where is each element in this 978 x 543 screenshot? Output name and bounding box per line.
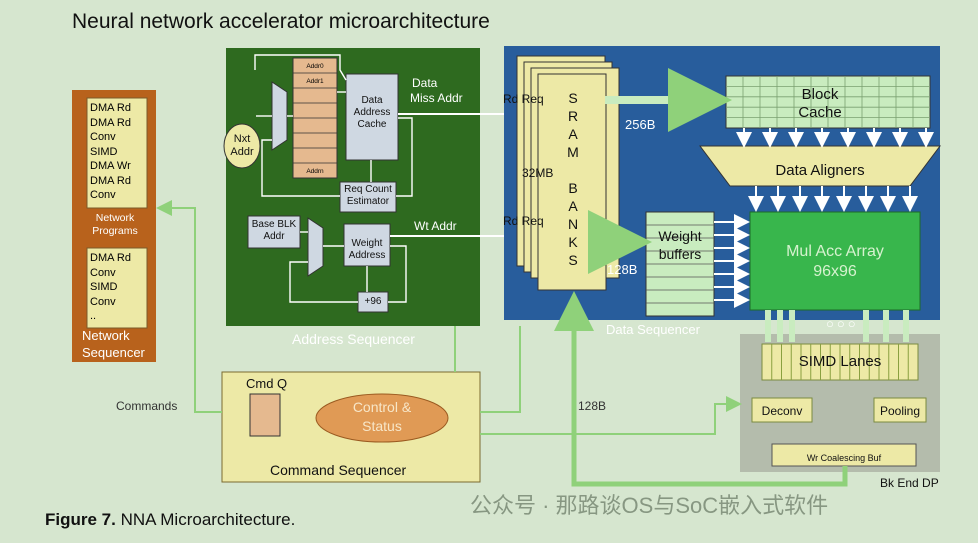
req-count-estimator bbox=[339, 181, 397, 213]
watermark: 公众号 · 那路谈OS与SoC嵌入式软件 bbox=[470, 493, 829, 518]
control-status-label: Control & Status bbox=[352, 399, 412, 434]
weight-address bbox=[343, 223, 391, 267]
program-list-bottom bbox=[86, 247, 148, 329]
addr-register-labels: Addr0 Addr1 Addrn bbox=[306, 63, 324, 175]
figure-caption: Figure 7. NNA Microarchitecture. bbox=[45, 510, 296, 529]
wr-coalescing-label: Wr Coalescing Buf bbox=[806, 453, 882, 463]
program-entry: DMA Rd bbox=[90, 252, 131, 264]
plus96-label: +96 bbox=[364, 296, 382, 307]
deconv-label: Deconv bbox=[761, 404, 803, 418]
weight-address-label: Weight Address bbox=[348, 238, 386, 261]
weight-buffers-label: Weight buffers bbox=[658, 228, 702, 262]
program-entry: SIMD bbox=[90, 145, 118, 158]
base-blk-label: Base BLK Addr bbox=[251, 219, 297, 242]
page-title: Neural network accelerator microarchitec… bbox=[72, 10, 490, 33]
program-list-top bbox=[86, 97, 148, 209]
ellipsis-dots: ○○○ bbox=[826, 316, 859, 331]
req-count-label: Req Count Estimator bbox=[344, 184, 392, 207]
sram-banks-label: S R A M B A N K S bbox=[567, 90, 579, 268]
wt-addr-label: Wt Addr bbox=[414, 219, 457, 233]
program-entry: Conv bbox=[90, 295, 116, 308]
program-list-top-text: DMA Rd DMA Rd Conv SIMD DMA Wr DMA Rd Co… bbox=[90, 101, 146, 203]
block-cache-label: Block Cache bbox=[798, 86, 842, 121]
bk-end-dp-label: Bk End DP bbox=[880, 476, 939, 490]
256b-label: 256B bbox=[625, 117, 656, 132]
data-aligners-label: Data Aligners bbox=[775, 162, 865, 179]
commands-label: Commands bbox=[116, 399, 178, 413]
network-sequencer-label: Network Sequencer bbox=[82, 328, 145, 360]
program-entry: Conv bbox=[90, 189, 116, 201]
program-entry: SIMD bbox=[90, 281, 118, 293]
simd-lanes-label: SIMD Lanes bbox=[798, 353, 882, 370]
program-entry: DMA Wr bbox=[90, 160, 131, 172]
program-entry: DMA Rd bbox=[90, 116, 131, 129]
mul-acc-label: Mul Acc Array 96x96 bbox=[786, 243, 884, 280]
deconv bbox=[751, 397, 813, 423]
128b-label: 128B bbox=[607, 262, 638, 277]
data-sequencer-label: Data Sequencer bbox=[606, 322, 700, 337]
nxt-addr-label: Nxt Addr bbox=[230, 133, 254, 159]
program-entry: .. bbox=[90, 310, 97, 322]
pooling bbox=[873, 397, 927, 423]
cmd-q-registers bbox=[249, 393, 281, 437]
program-entry: DMA Rd bbox=[90, 102, 131, 114]
weight-address-mux bbox=[307, 217, 324, 277]
pooling-label: Pooling bbox=[879, 404, 921, 418]
rd-req-bottom-label: Rd Req bbox=[503, 214, 544, 228]
control-status-cloud bbox=[315, 393, 449, 443]
rd-req-top-label: Rd Req bbox=[503, 92, 544, 106]
base-blk-addr bbox=[247, 215, 301, 249]
program-entry: Conv bbox=[90, 266, 116, 279]
128b-down-label: 128B bbox=[578, 399, 607, 413]
program-entry: DMA Rd bbox=[90, 174, 131, 187]
command-sequencer-label: Command Sequencer bbox=[270, 462, 407, 478]
data-address-cache-label: Data Address Cache bbox=[353, 95, 391, 130]
nxt-addr-cloud bbox=[223, 123, 261, 169]
32mb-label: 32MB bbox=[522, 166, 554, 180]
network-programs-label: Network Programs bbox=[92, 212, 138, 237]
address-sequencer-label: Address Sequencer bbox=[292, 331, 415, 347]
data-address-cache bbox=[345, 73, 399, 161]
address-mux bbox=[271, 81, 288, 151]
cmd-q-label: Cmd Q bbox=[246, 376, 288, 391]
program-list-bottom-text: DMA Rd Conv SIMD Conv .. bbox=[90, 251, 146, 324]
mul-acc-array bbox=[749, 211, 921, 311]
program-entry: Conv bbox=[90, 131, 116, 143]
data-miss-addr-label: Data Miss Addr bbox=[410, 76, 463, 105]
